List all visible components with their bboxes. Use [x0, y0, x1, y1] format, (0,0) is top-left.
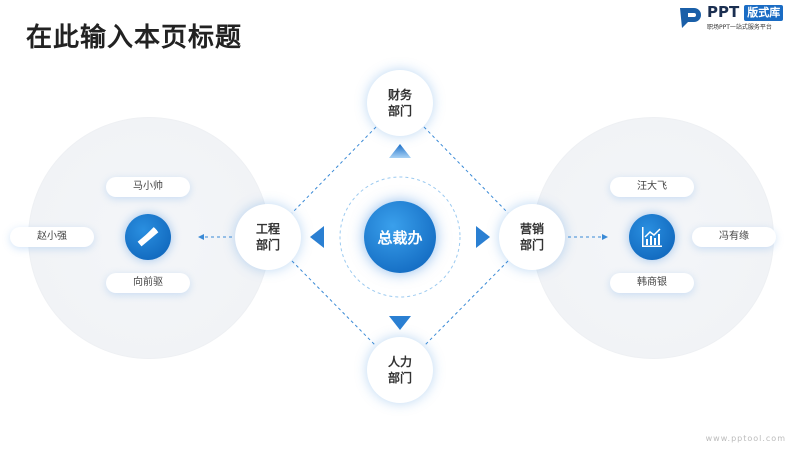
dept-marketing[interactable]: 营销部门: [499, 204, 565, 270]
dept-label: 部门: [387, 371, 412, 385]
dept-label: 部门: [255, 238, 280, 252]
dept-label: 人力: [387, 355, 412, 369]
arrow-up-icon: [389, 144, 411, 158]
dept-label: 部门: [387, 104, 412, 118]
center-node[interactable]: 总裁办: [364, 201, 436, 273]
member-pill: 冯有缘: [692, 227, 776, 247]
page-title: 在此输入本页标题: [26, 23, 243, 53]
dept-hr[interactable]: 人力部门: [367, 337, 433, 403]
member-pill: 汪大飞: [610, 177, 694, 197]
dept-label: 营销: [519, 222, 544, 236]
footer-url: www.pptool.com: [705, 434, 786, 443]
connector-line: [291, 260, 377, 347]
arrow-down-icon: [389, 316, 411, 330]
member-pill: 赵小强: [10, 227, 94, 247]
member-pill: 向前驱: [106, 273, 190, 293]
logo-text: PPT 版式库 职场PPT一站式服务平台: [707, 3, 784, 32]
connector-line: [291, 126, 377, 214]
logo: PPT 版式库 职场PPT一站式服务平台: [678, 3, 784, 32]
logo-tagline: 职场PPT一站式服务平台: [707, 24, 772, 31]
dept-label: 部门: [519, 238, 544, 252]
arrow-right-icon: [476, 226, 490, 248]
logo-row: PPT 版式库: [707, 3, 784, 21]
member-pill: 马小帅: [106, 177, 190, 197]
dept-label: 工程: [255, 222, 280, 236]
dept-label: 财务: [387, 88, 412, 102]
arrow-right-icon: [602, 234, 608, 240]
dept-finance[interactable]: 财务部门: [367, 70, 433, 136]
arrow-left-icon: [198, 234, 204, 240]
connector-line: [423, 260, 509, 347]
center-ring: [339, 176, 461, 298]
member-pill: 韩商银: [610, 273, 694, 293]
dept-engineering[interactable]: 工程部门: [235, 204, 301, 270]
logo-badge: 版式库: [744, 4, 784, 21]
ruler-pencil-icon: [125, 214, 171, 260]
bar-chart-icon: [629, 214, 675, 260]
logo-p-icon: [680, 8, 701, 28]
arrow-left-icon: [310, 226, 324, 248]
logo-brand: PPT: [707, 3, 740, 21]
connector-line: [423, 126, 509, 214]
